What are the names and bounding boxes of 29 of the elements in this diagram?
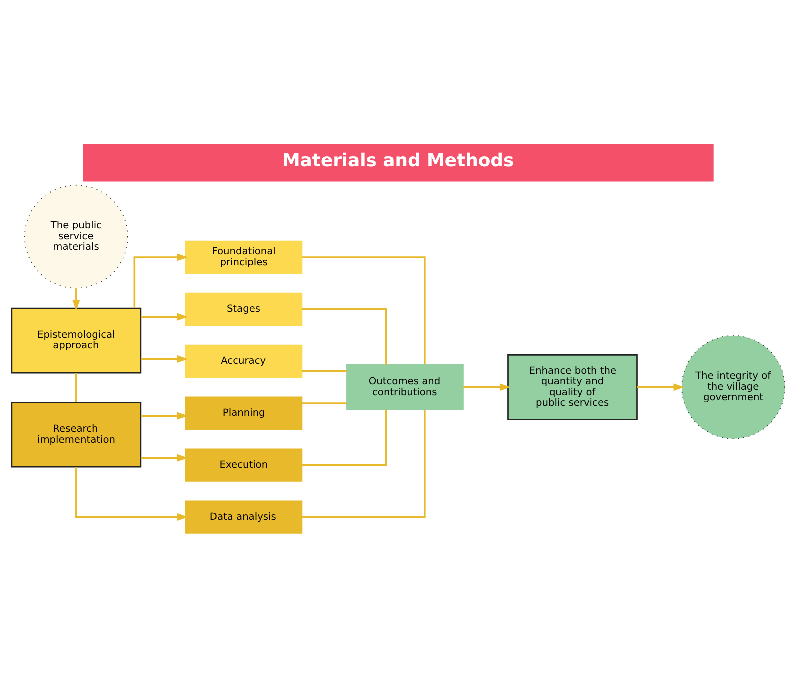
arrow (134, 253, 188, 308)
connector (302, 370, 347, 372)
node-box: Planning (185, 396, 303, 430)
arrow (76, 466, 188, 521)
connector (76, 372, 78, 402)
node-box: Epistemological approach (11, 307, 142, 374)
connector (302, 256, 426, 364)
node-box: Foundational principles (185, 240, 303, 274)
arrow (464, 383, 511, 391)
node-box: Outcomes and contributions (346, 364, 464, 410)
node-box: Execution (185, 448, 303, 482)
connector (302, 402, 347, 404)
arrow (140, 454, 188, 462)
node-box: Accuracy (185, 344, 303, 378)
arrow (140, 354, 188, 362)
arrow (637, 383, 685, 391)
node-box: Stages (185, 292, 303, 326)
connector (302, 409, 388, 466)
node-box: Enhance both the quantity and quality of public services (508, 354, 638, 420)
node-box: Data analysis (185, 500, 303, 534)
diagram-title: Materials and Methods (282, 150, 514, 172)
arrow (72, 288, 80, 310)
node-circle: The public service materials (24, 184, 128, 288)
node-box: Research implementation (11, 401, 142, 468)
connector (302, 308, 388, 364)
node-circle: The integrity of the village government (682, 334, 786, 439)
arrow (140, 312, 188, 320)
connector (302, 410, 426, 518)
arrow (140, 412, 188, 420)
